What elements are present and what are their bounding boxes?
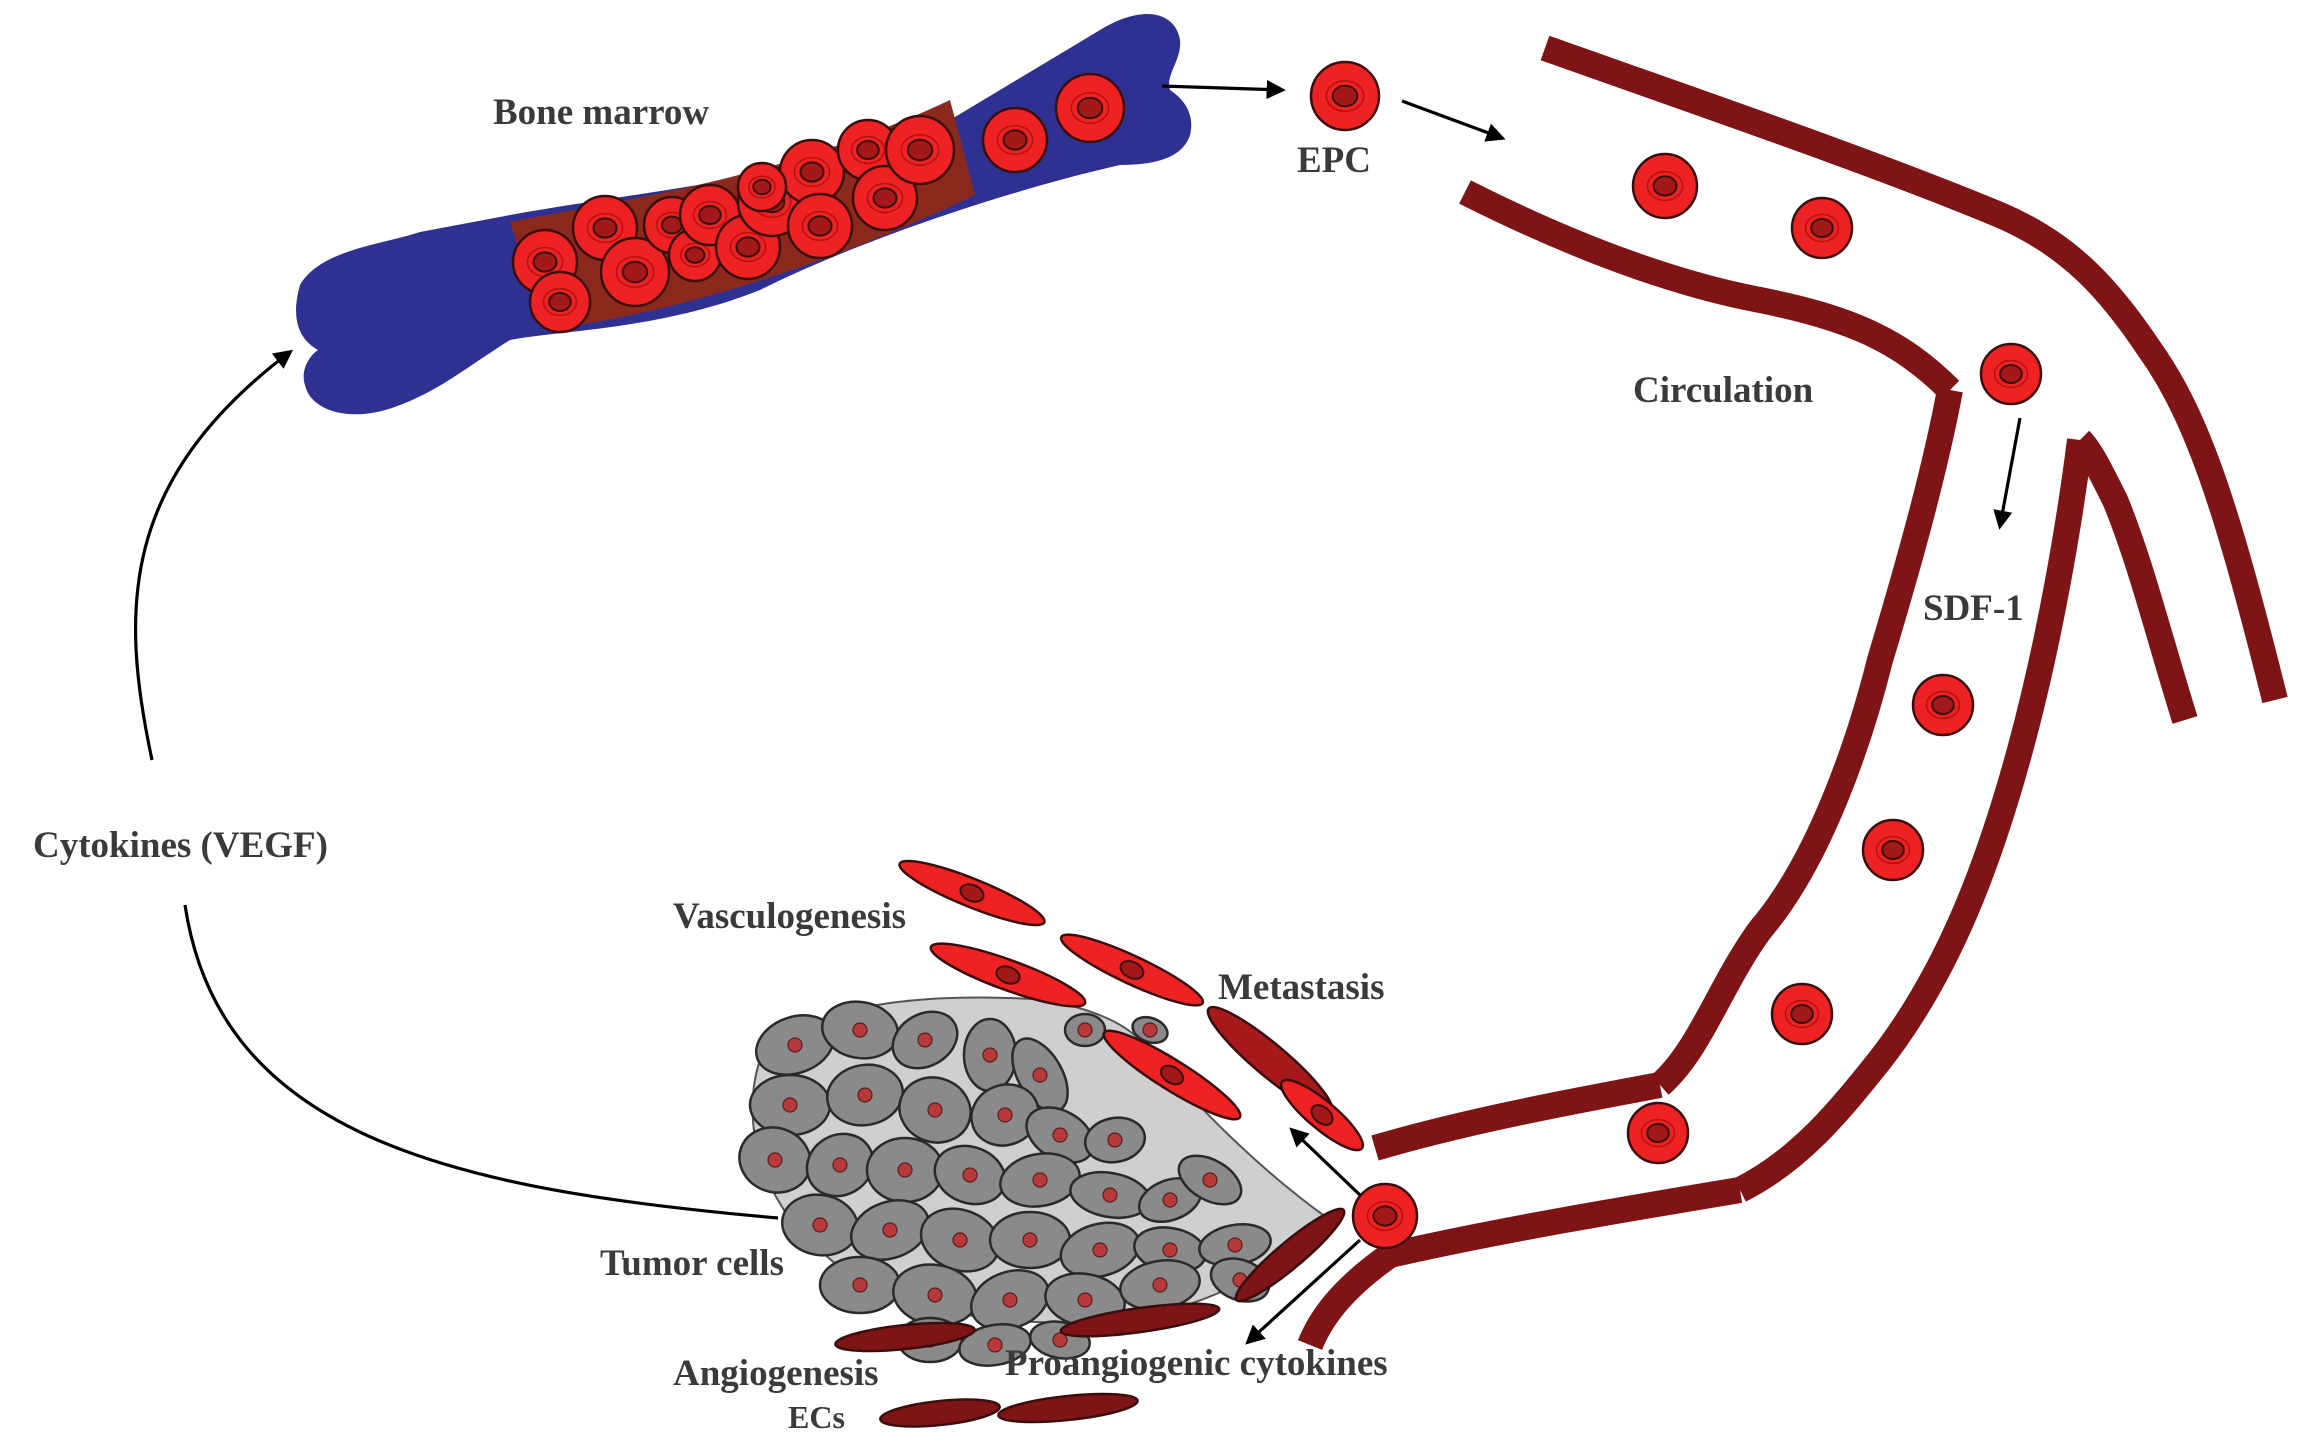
vessel-wall-left bbox=[1651, 387, 1963, 1095]
marrow-cells bbox=[511, 72, 1126, 334]
tumor-cell bbox=[748, 1073, 832, 1137]
elongated-cells bbox=[834, 859, 1365, 1428]
angiogenesis-cell bbox=[834, 1321, 976, 1353]
arrows bbox=[133, 79, 2022, 1345]
tumor-cell bbox=[825, 1063, 905, 1127]
tumor-cell bbox=[865, 1136, 945, 1204]
blood-vessel bbox=[1297, 35, 2288, 1351]
circulating-epcs bbox=[1309, 60, 2043, 1250]
epc-cell bbox=[1309, 60, 1381, 132]
label-ecs: ECs bbox=[788, 1399, 845, 1435]
epc-cell bbox=[1790, 196, 1854, 260]
arrow-sdf1-homing bbox=[1993, 417, 2022, 530]
arrow-to-angiogenesis bbox=[1245, 1238, 1362, 1345]
arrow-epc-to-circulation bbox=[1401, 99, 1506, 142]
tumor-cells-group bbox=[738, 1000, 1272, 1367]
vasculogenesis-cell bbox=[1102, 1029, 1242, 1121]
tumor-cell bbox=[1025, 1106, 1095, 1164]
arrow-to-metastasis bbox=[1289, 1127, 1362, 1197]
tumor-cell bbox=[1083, 1116, 1147, 1164]
metastasis-cell bbox=[1279, 1078, 1365, 1152]
tumor-cell bbox=[958, 1323, 1032, 1367]
tumor-cell bbox=[999, 1152, 1081, 1208]
epc-cell bbox=[1351, 1182, 1419, 1250]
tumor-cell bbox=[818, 1255, 902, 1315]
vasculogenesis-cell bbox=[1059, 933, 1205, 1007]
vessel-wall-bottom-left bbox=[1371, 1072, 1663, 1161]
label-sdf1: SDF-1 bbox=[1923, 588, 2024, 629]
tumor-cell bbox=[821, 1000, 899, 1060]
vessel-wall-outer bbox=[1540, 35, 2288, 704]
epc-cell bbox=[1631, 152, 1699, 220]
marrow-cell bbox=[599, 236, 671, 308]
tumor-cell bbox=[849, 1199, 931, 1261]
tumor-cell bbox=[898, 1076, 972, 1144]
arrow-bone-to-epc bbox=[1161, 79, 1286, 100]
epc-cell bbox=[1770, 982, 1834, 1046]
tumor-cell bbox=[754, 1014, 836, 1076]
label-epc: EPC bbox=[1297, 140, 1371, 181]
marrow-cell bbox=[884, 114, 956, 186]
tumor-cell bbox=[1063, 1012, 1107, 1048]
labels: Bone marrow EPC Circulation SDF-1 Cytoki… bbox=[33, 92, 2024, 1435]
epc-cell bbox=[1979, 342, 2043, 406]
vasculogenesis-cell bbox=[929, 942, 1087, 1008]
arrow-tumor-to-cytokines bbox=[183, 904, 779, 1220]
label-tumor-cells: Tumor cells bbox=[600, 1243, 784, 1284]
label-metastasis: Metastasis bbox=[1218, 967, 1384, 1008]
tumor-cell bbox=[988, 1210, 1072, 1270]
vessel-wall-right bbox=[1734, 438, 2093, 1202]
arrow-cytokines-to-bone bbox=[133, 349, 294, 761]
tumor-cell bbox=[962, 1017, 1018, 1093]
tumor-mass bbox=[738, 996, 1332, 1367]
marrow-cell bbox=[528, 270, 592, 334]
ec-cell bbox=[879, 1398, 1001, 1428]
epc-cell bbox=[1861, 818, 1925, 882]
tumor-cell bbox=[1177, 1154, 1243, 1206]
label-proangiogenic: Proangiogenic cytokines bbox=[1005, 1343, 1388, 1384]
vessel-branch-outer bbox=[2070, 430, 2198, 724]
marrow-cell bbox=[1054, 72, 1126, 144]
marrow-cell bbox=[736, 161, 788, 213]
label-angiogenesis: Angiogenesis bbox=[673, 1353, 879, 1394]
label-cytokines: Cytokines (VEGF) bbox=[33, 825, 328, 866]
marrow-cell bbox=[981, 106, 1049, 174]
epc-cell bbox=[1911, 673, 1975, 737]
label-circulation: Circulation bbox=[1633, 370, 1814, 411]
vessel-wall-bottom-right bbox=[1297, 1177, 1743, 1351]
epc-cell bbox=[1626, 1101, 1690, 1165]
label-vasculogenesis: Vasculogenesis bbox=[673, 896, 906, 937]
ec-cell bbox=[997, 1392, 1139, 1424]
angiogenesis-cell bbox=[1234, 1207, 1346, 1303]
marrow-cell bbox=[851, 164, 919, 232]
vasculogenesis-cell bbox=[898, 859, 1046, 927]
tumor-cell bbox=[1137, 1177, 1203, 1223]
tumor-cell bbox=[1131, 1015, 1169, 1045]
marrow-cell bbox=[786, 192, 854, 260]
tumor-cell bbox=[805, 1132, 875, 1198]
marrow-cell bbox=[778, 138, 846, 206]
tumor-cell bbox=[970, 1083, 1040, 1147]
tumor-cell bbox=[891, 1010, 959, 1070]
vessel-wall-inner-top bbox=[1459, 180, 1960, 400]
angiogenesis-cell bbox=[1059, 1302, 1221, 1338]
tumor-cell bbox=[738, 1126, 812, 1194]
label-bone-marrow: Bone marrow bbox=[493, 92, 709, 133]
